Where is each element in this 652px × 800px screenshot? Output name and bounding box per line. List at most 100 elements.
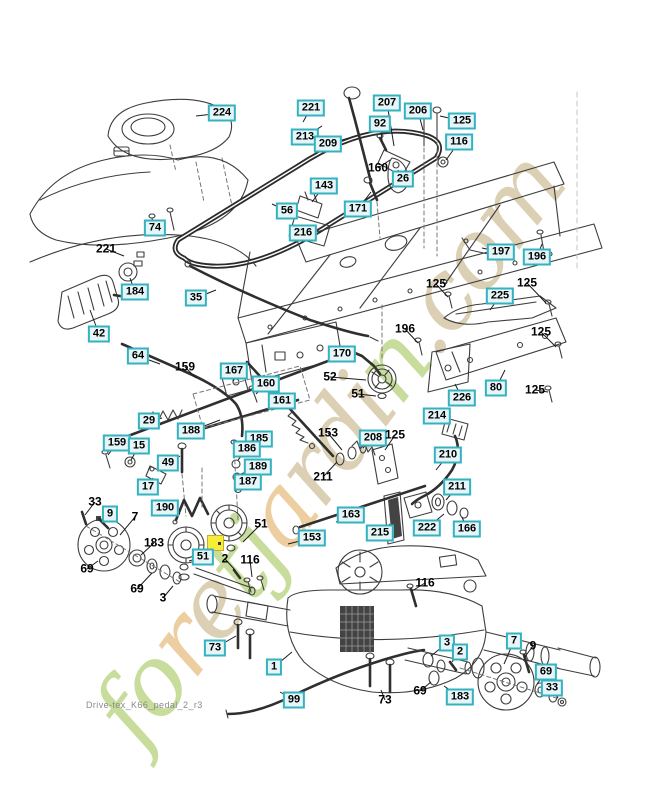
callout-170: 170: [327, 345, 357, 363]
callout-7: 7: [131, 509, 139, 524]
callout-99: 99: [282, 691, 306, 709]
leader-line-125: [435, 283, 449, 298]
leader-line-125: [540, 331, 557, 348]
callout-3: 3: [438, 634, 456, 652]
callout-9: 9: [101, 505, 119, 523]
callout-160: 160: [251, 375, 281, 393]
callout-33: 33: [540, 679, 564, 697]
callout-125: 125: [524, 382, 546, 397]
callout-29: 29: [137, 412, 161, 430]
callout-15: 15: [127, 437, 151, 455]
highlight-box-51: [207, 535, 224, 551]
leader-line-211: [322, 461, 338, 478]
callout-69: 69: [413, 683, 427, 698]
shift-lever-drawing: [288, 86, 449, 257]
callout-52: 52: [323, 369, 337, 384]
leader-line-183: [140, 542, 155, 556]
callout-211: 211: [313, 469, 333, 484]
leader-line-125: [534, 389, 549, 393]
callout-221: 221: [95, 241, 117, 256]
callout-51: 51: [351, 386, 365, 401]
callout-159: 159: [174, 359, 196, 374]
callout-125: 125: [384, 427, 406, 442]
callout-125: 125: [447, 112, 477, 130]
leader-line-7: [119, 516, 136, 536]
callout-214: 214: [422, 407, 452, 425]
leader-line-69: [419, 681, 432, 692]
leader-line-73: [380, 689, 386, 701]
callout-69: 69: [80, 561, 94, 576]
callout-166: 166: [452, 520, 482, 538]
callout-183: 183: [143, 535, 165, 550]
callout-56: 56: [275, 202, 299, 220]
callout-74: 74: [143, 219, 167, 237]
callout-184: 184: [120, 283, 150, 301]
callout-222: 222: [412, 519, 442, 537]
callout-208: 208: [358, 429, 388, 447]
callout-116: 116: [240, 552, 260, 567]
leader-line-160: [377, 159, 391, 169]
callout-215: 215: [365, 524, 395, 542]
callout-17: 17: [136, 478, 160, 496]
callout-160: 160: [367, 160, 389, 175]
leader-line-51: [357, 393, 377, 397]
callout-206: 206: [403, 102, 433, 120]
callout-197: 197: [486, 243, 516, 261]
callout-49: 49: [156, 454, 180, 472]
callout-196: 196: [522, 248, 552, 266]
leader-line-116: [411, 582, 426, 592]
callout-161: 161: [267, 392, 297, 410]
leader-line-51: [242, 523, 262, 543]
leader-line-196: [404, 328, 419, 344]
leader-line-69: [136, 572, 153, 590]
leader-line-3: [162, 585, 174, 599]
left-hub-drawing: [77, 510, 182, 585]
highlight-dot: [218, 542, 221, 545]
leader-line-2: [224, 558, 236, 571]
callout-69: 69: [534, 663, 558, 681]
callout-64: 64: [126, 347, 150, 365]
callout-216: 216: [288, 224, 318, 242]
callout-143: 143: [309, 177, 339, 195]
leader-line-69: [86, 560, 99, 570]
callout-116: 116: [445, 133, 473, 151]
callout-51: 51: [191, 548, 215, 566]
callout-171: 171: [343, 200, 373, 218]
callout-51: 51: [254, 516, 268, 531]
callout-163: 163: [336, 506, 366, 524]
leader-line-33: [84, 501, 96, 516]
leader-line-125: [384, 434, 396, 451]
callout-3: 3: [159, 590, 167, 605]
leader-line-125: [526, 282, 547, 304]
leader-line-52: [329, 376, 367, 381]
drive-belt-drawing: [172, 128, 443, 269]
callout-35: 35: [184, 289, 208, 307]
leader-line-221: [105, 248, 125, 257]
callout-211: 211: [443, 478, 471, 496]
callout-26: 26: [391, 170, 415, 188]
callout-116: 116: [415, 575, 435, 590]
callout-9: 9: [529, 638, 537, 653]
callout-125: 125: [425, 276, 447, 291]
callout-183: 183: [445, 688, 475, 706]
callout-187: 187: [233, 473, 263, 491]
right-hub-drawing: [404, 647, 567, 711]
callout-92: 92: [368, 115, 392, 133]
callout-224: 224: [207, 104, 237, 122]
callout-153: 153: [297, 529, 327, 547]
callout-167: 167: [219, 362, 249, 380]
callout-221: 221: [296, 99, 326, 117]
spindle-pulleys-drawing: [167, 467, 265, 596]
callout-2: 2: [451, 643, 469, 661]
callout-186: 186: [232, 440, 262, 458]
callout-226: 226: [447, 389, 477, 407]
leader-line-116: [249, 559, 253, 578]
leader-line-153: [327, 432, 343, 451]
callout-153: 153: [317, 425, 339, 440]
callout-33: 33: [88, 494, 102, 509]
leader-line-9: [523, 645, 534, 659]
callout-7: 7: [505, 632, 523, 650]
callout-207: 207: [372, 94, 402, 112]
